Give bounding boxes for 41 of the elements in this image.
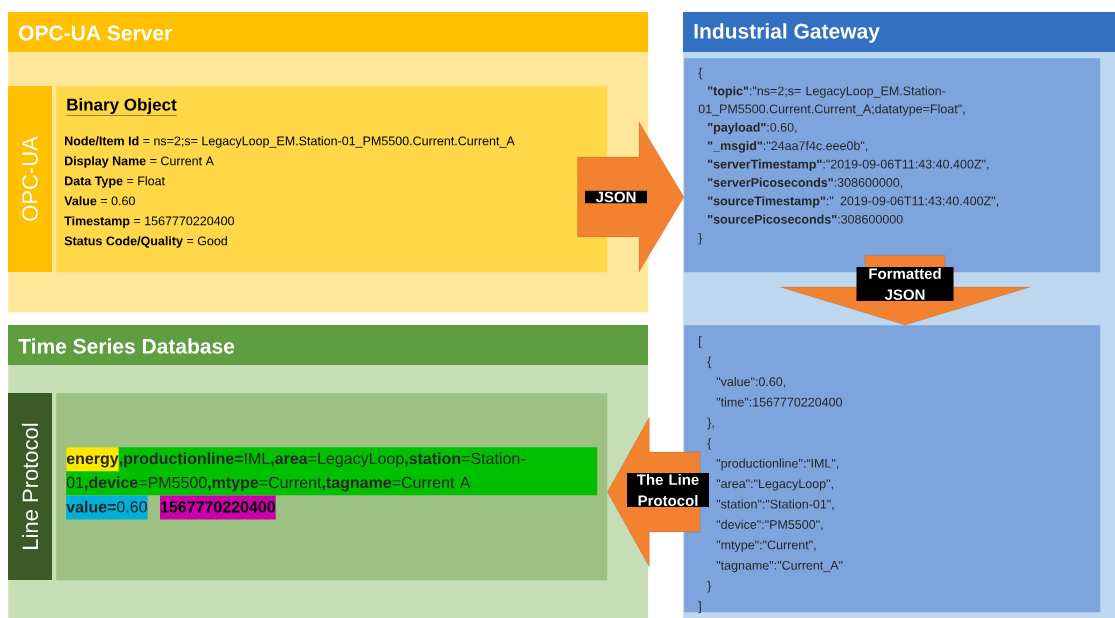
heading: Binary Object bbox=[66, 98, 177, 116]
highlighted-text: value=0.60 bbox=[66, 495, 148, 520]
panel-title: OPC-UA Server bbox=[8, 12, 648, 52]
block-arrow bbox=[577, 121, 685, 273]
code-line: } bbox=[707, 580, 712, 593]
code-line: { bbox=[707, 356, 712, 369]
code-line: "sourcePicoseconds":308600000 bbox=[708, 214, 903, 224]
code-line: "_msgid":"24aa7f4c.eee0b", bbox=[708, 140, 868, 153]
code-line: "serverPicoseconds":308600000, bbox=[708, 177, 903, 189]
code-line: [ bbox=[699, 336, 702, 348]
code-line: } bbox=[698, 232, 703, 245]
code-line: }, bbox=[707, 417, 714, 430]
code-line: "productionline":“IML", bbox=[716, 458, 839, 471]
panel-title: Time Series Database bbox=[8, 325, 648, 365]
code-line: "device":"PM5500", bbox=[716, 519, 823, 531]
property-text: Value = 0.60 bbox=[64, 196, 135, 206]
code-line: "tagname":"Current_A" bbox=[716, 560, 843, 573]
highlighted-text: 1567770220400 bbox=[160, 495, 276, 520]
property-text: Timestamp = 1567770220400 bbox=[64, 216, 235, 228]
property-text: Data Type = Float bbox=[65, 176, 165, 188]
code-line: ] bbox=[698, 601, 701, 613]
code-line: { bbox=[698, 67, 703, 80]
code-line: { bbox=[707, 438, 712, 450]
edge-label: The Line Protocol bbox=[627, 473, 709, 507]
code-line: "time":1567770220400 bbox=[716, 397, 843, 407]
code-line: "payload":0.60, bbox=[708, 122, 797, 135]
property-text: Display Name = Current A bbox=[65, 156, 214, 168]
side-label: OPC-UA bbox=[8, 86, 52, 272]
code-line: "topic":"ns=2;s= LegacyLoop_EM.Station-01_PM5500.Current.Current_A;datatype=Float", bbox=[698, 86, 965, 116]
property-text: Node/Item Id = ns=2;s= LegacyLoop_EM.Station-01_PM5500.Current.Current_A bbox=[65, 136, 515, 148]
property-text: Status Code/Quality = Good bbox=[64, 236, 227, 248]
code-line: "sourceTimestamp":" 2019-09-06T11:43:40.400Z", bbox=[708, 196, 998, 208]
highlighted-text: energy bbox=[66, 447, 119, 472]
panel-title: Industrial Gateway bbox=[683, 12, 1115, 52]
code-line: "mtype":"Current", bbox=[716, 540, 816, 552]
side-label: Line Protocol bbox=[8, 393, 52, 580]
code-line: "serverTimestamp":"2019-09-06T11:43:40.400Z", bbox=[708, 159, 989, 171]
code-line: "station":"Station-01", bbox=[716, 499, 834, 510]
code-line: "area":"LegacyLoop", bbox=[716, 479, 833, 491]
edge-label: Formatted JSON bbox=[856, 267, 954, 301]
code-line: "value":0.60, bbox=[716, 376, 786, 388]
